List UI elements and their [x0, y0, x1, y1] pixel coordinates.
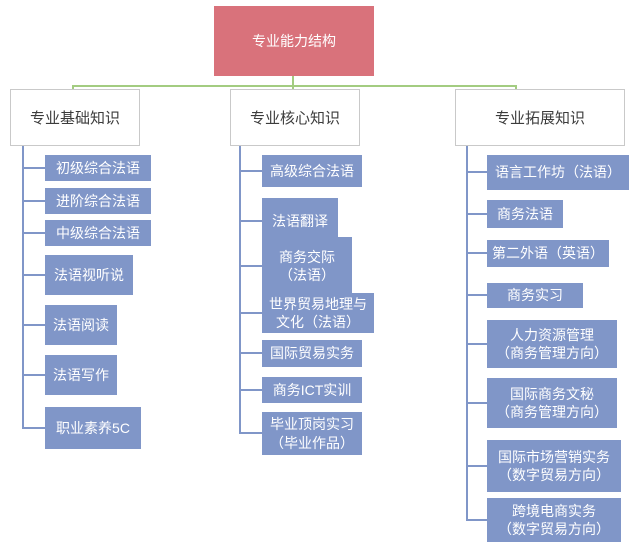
course-node: 商务交际 （法语）: [262, 237, 352, 295]
course-node: 中级综合法语: [45, 220, 151, 246]
connector-line: [239, 265, 262, 267]
connector-line: [239, 432, 262, 434]
connector-line: [466, 402, 487, 404]
connector-line: [22, 232, 45, 234]
course-node-label: 法语阅读: [53, 316, 109, 333]
category-label: 专业拓展知识: [494, 110, 585, 127]
course-node-label: 世界贸易地理与 文化（法语）: [269, 295, 367, 330]
category-label: 专业基础知识: [29, 110, 120, 127]
connector-line: [466, 252, 487, 254]
course-node: 法语视听说: [45, 255, 133, 295]
course-node-label: 跨境电商实务 （数字贸易方向）: [498, 502, 610, 537]
course-node-label: 职业素养5C: [56, 419, 130, 436]
course-node-label: 国际商务文秘 （商务管理方向）: [496, 385, 608, 420]
course-node: 国际市场营销实务 （数字贸易方向）: [487, 440, 621, 492]
connector-line: [22, 274, 45, 276]
course-node: 商务实习: [487, 283, 583, 308]
connector-basic-drop-line: [72, 85, 74, 90]
connector-line: [239, 170, 262, 172]
connector-line: [466, 519, 487, 521]
course-node: 语言工作坊（法语）: [487, 155, 629, 190]
trunk-line-core: [239, 146, 241, 433]
course-node-label: 商务交际 （法语）: [279, 248, 335, 283]
connector-line: [239, 312, 262, 314]
connector-line: [22, 324, 45, 326]
course-node: 国际贸易实务: [262, 340, 362, 367]
course-node: 世界贸易地理与 文化（法语）: [262, 293, 374, 333]
connector-extended-drop-line: [515, 85, 517, 90]
course-node-label: 国际市场营销实务 （数字贸易方向）: [498, 448, 610, 483]
root-node: 专业能力结构: [214, 6, 374, 76]
course-node: 商务ICT实训: [262, 377, 362, 403]
course-node: 职业素养5C: [45, 407, 141, 449]
course-node: 商务法语: [487, 200, 563, 228]
course-node: 法语翻译: [262, 198, 338, 244]
course-node-label: 初级综合法语: [56, 159, 140, 176]
course-node-label: 法语翻译: [272, 212, 328, 229]
connector-line: [22, 427, 45, 429]
course-node-label: 法语写作: [53, 366, 109, 383]
connector-core-drop-line: [292, 85, 294, 90]
connector-line: [22, 374, 45, 376]
course-node: 进阶综合法语: [45, 188, 151, 214]
connector-line: [466, 171, 487, 173]
connector-line: [239, 220, 262, 222]
category-node-extended: 专业拓展知识: [455, 89, 625, 146]
course-node: 初级综合法语: [45, 155, 151, 181]
connector-line: [22, 200, 45, 202]
trunk-line-basic: [22, 146, 24, 428]
course-node: 法语写作: [45, 355, 117, 395]
connector-line: [466, 343, 487, 345]
course-node-label: 人力资源管理 （商务管理方向）: [496, 326, 608, 361]
root-node-label: 专业能力结构: [252, 33, 336, 49]
connector-line: [466, 213, 487, 215]
connector-line: [466, 294, 487, 296]
course-node: 高级综合法语: [262, 155, 362, 187]
connector-line: [239, 352, 262, 354]
course-node: 国际商务文秘 （商务管理方向）: [487, 378, 617, 428]
trunk-line-extended: [466, 146, 468, 520]
course-node-label: 语言工作坊（法语）: [495, 164, 621, 181]
course-node: 人力资源管理 （商务管理方向）: [487, 320, 617, 368]
course-node-label: 进阶综合法语: [56, 192, 140, 209]
connector-horizontal-line: [72, 85, 517, 87]
course-node-label: 毕业顶岗实习 （毕业作品）: [270, 416, 354, 451]
course-node: 跨境电商实务 （数字贸易方向）: [487, 498, 621, 542]
course-node-label: 法语视听说: [54, 266, 124, 283]
course-node-label: 商务实习: [507, 287, 563, 304]
course-node-label: 商务ICT实训: [272, 381, 352, 398]
course-node-label: 商务法语: [497, 205, 553, 222]
category-node-basic: 专业基础知识: [10, 89, 140, 146]
category-label: 专业核心知识: [249, 110, 340, 127]
course-node-label: 中级综合法语: [56, 224, 140, 241]
category-node-core: 专业核心知识: [230, 89, 360, 146]
course-node: 毕业顶岗实习 （毕业作品）: [262, 412, 362, 455]
connector-line: [22, 167, 45, 169]
course-node-label: 高级综合法语: [270, 162, 354, 179]
course-node: 法语阅读: [45, 305, 117, 345]
course-node-label: 第二外语（英语）: [492, 245, 604, 262]
connector-root-drop-line: [292, 76, 294, 85]
course-node-label: 国际贸易实务: [270, 345, 354, 362]
connector-line: [466, 465, 487, 467]
course-node: 第二外语（英语）: [487, 240, 609, 267]
connector-line: [239, 389, 262, 391]
